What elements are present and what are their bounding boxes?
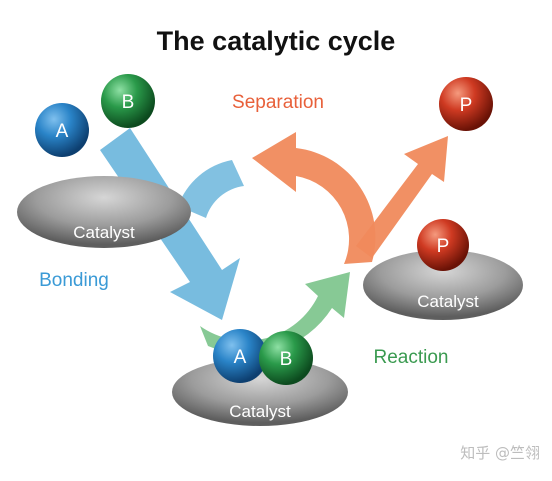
diagram-title: The catalytic cycle — [156, 26, 396, 56]
separation-arrow — [252, 132, 448, 264]
molecule-b-free-label: B — [122, 92, 135, 113]
molecule-a-free-label: A — [56, 121, 69, 142]
catalyst-right-label: Catalyst — [417, 292, 479, 311]
molecule-b-bound: B — [259, 331, 313, 385]
watermark: 知乎 @竺翎 — [460, 444, 540, 462]
reaction-label: Reaction — [374, 347, 449, 368]
separation-label: Separation — [232, 92, 324, 113]
molecule-p-free: P — [439, 77, 493, 131]
molecule-a-bound: A — [213, 329, 267, 383]
molecule-b-free: B — [101, 74, 155, 128]
molecule-p-bound-label: P — [437, 236, 450, 257]
catalyst-left-label: Catalyst — [73, 223, 135, 242]
molecule-a-free: A — [35, 103, 89, 157]
molecule-p-free-label: P — [460, 95, 473, 116]
molecule-a-bound-label: A — [234, 347, 247, 368]
bonding-label: Bonding — [39, 270, 109, 291]
catalyst-left: Catalyst — [17, 176, 191, 248]
molecule-b-bound-label: B — [280, 349, 293, 370]
molecule-p-bound: P — [417, 219, 469, 271]
catalyst-right: Catalyst — [363, 250, 523, 320]
catalyst-bottom-label: Catalyst — [229, 402, 291, 421]
